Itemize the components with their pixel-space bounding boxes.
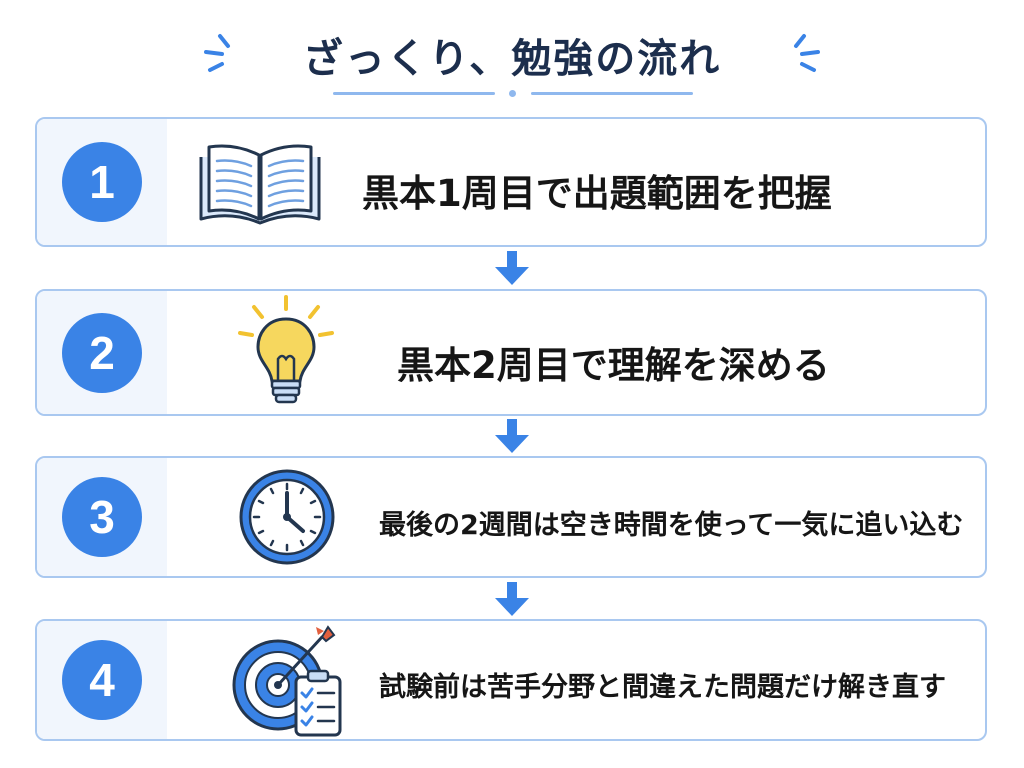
step-1: 1 黒本1周目で出題範囲を把握 bbox=[35, 117, 987, 247]
lightbulb-icon bbox=[238, 295, 334, 404]
step-text: 試験前は苦手分野と間違えた問題だけ解き直す bbox=[379, 672, 946, 703]
open-book-icon bbox=[199, 144, 321, 225]
step-3: 3 最後の2週間は空き時間を使って一気に追い込む bbox=[35, 456, 987, 578]
step-text: 最後の2週間は空き時間を使って一気に追い込む bbox=[379, 510, 964, 541]
down-arrow-icon bbox=[495, 419, 529, 453]
sparkle-left-icon bbox=[204, 34, 230, 72]
clock-icon bbox=[239, 469, 335, 565]
title-underline-right bbox=[531, 92, 693, 95]
title-area: ざっくり、勉強の流れ bbox=[0, 0, 1024, 110]
step-number-badge: 3 bbox=[62, 477, 142, 557]
step-number-badge: 1 bbox=[62, 142, 142, 222]
sparkle-right-icon bbox=[794, 34, 820, 72]
title-underline-dot bbox=[509, 90, 516, 97]
step-text: 黒本2周目で理解を深める bbox=[397, 344, 830, 387]
step-2: 2 黒本2周目で理解を深める bbox=[35, 289, 987, 416]
step-4: 4 試験前は苦手分野と間違えた問題だけ解き直す bbox=[35, 619, 987, 741]
step-text: 黒本1周目で出題範囲を把握 bbox=[362, 172, 832, 215]
down-arrow-icon bbox=[495, 582, 529, 616]
title-underline-left bbox=[333, 92, 495, 95]
step-number-badge: 2 bbox=[62, 313, 142, 393]
page-title: ざっくり、勉強の流れ bbox=[302, 36, 722, 82]
step-number-badge: 4 bbox=[62, 640, 142, 720]
down-arrow-icon bbox=[495, 251, 529, 285]
target-checklist-icon bbox=[232, 625, 342, 737]
